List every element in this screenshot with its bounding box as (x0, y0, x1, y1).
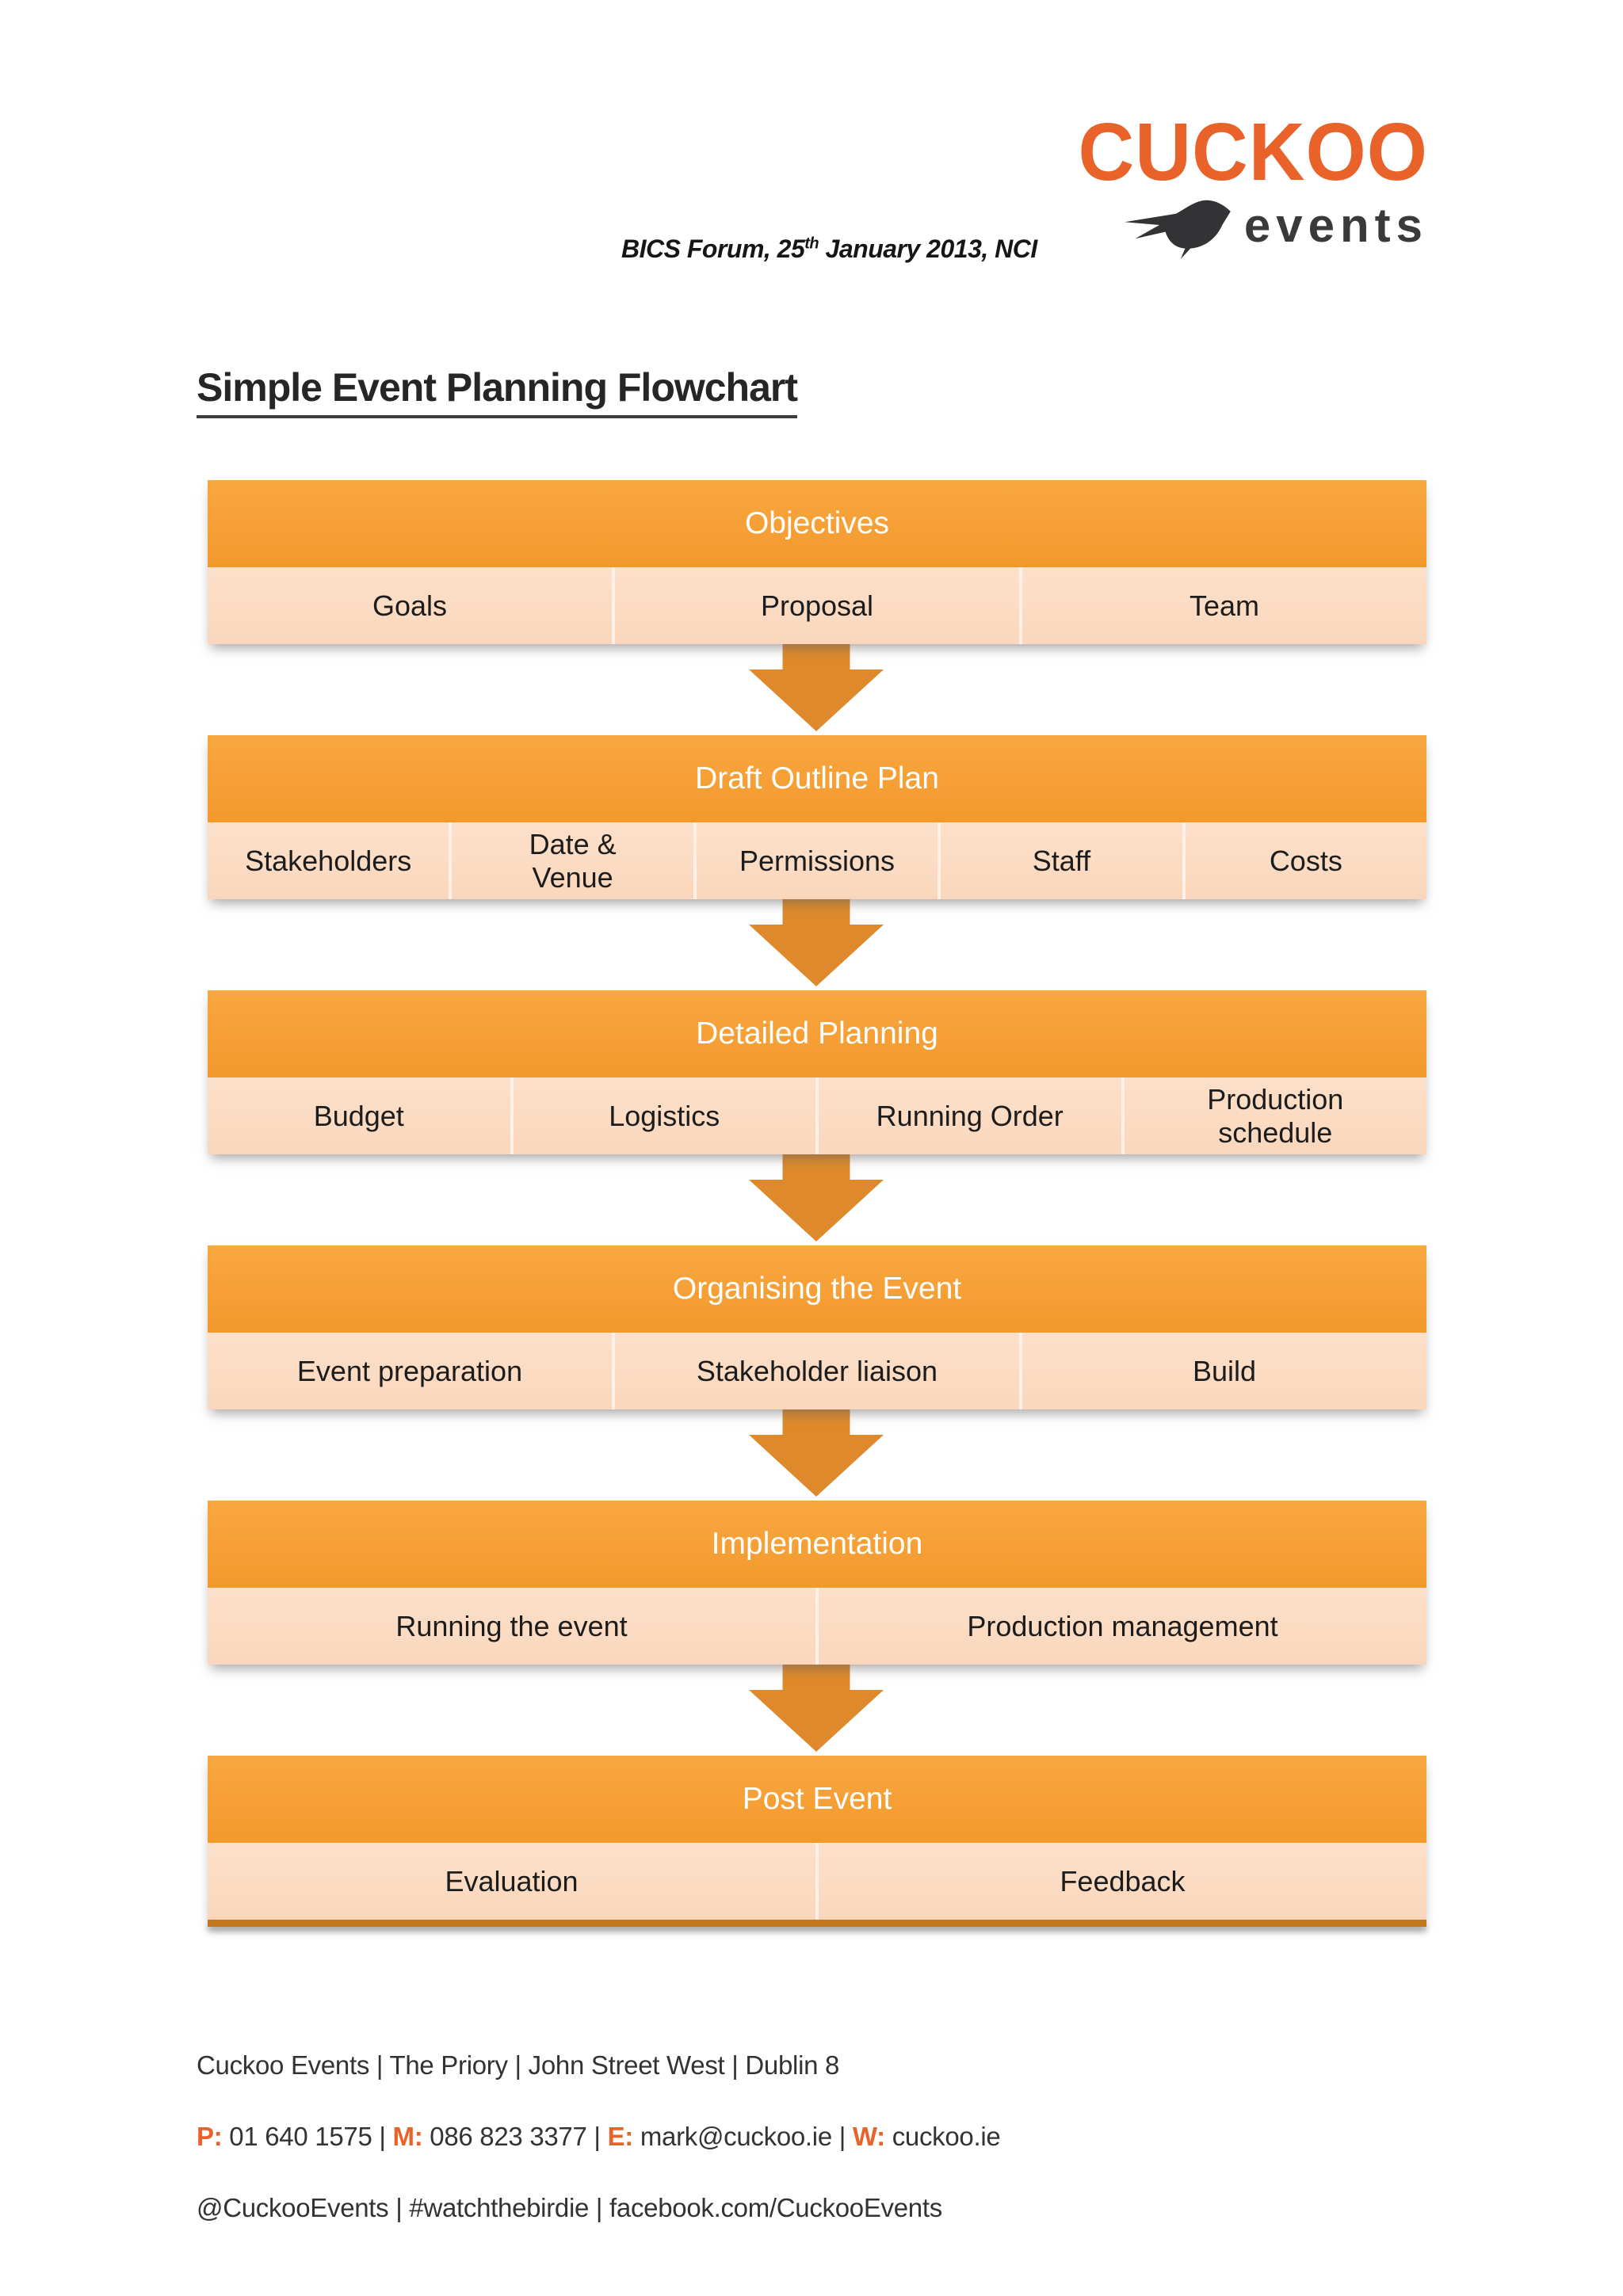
stage-item-proposal: Proposal (615, 567, 1019, 644)
subtitle-ordinal: th (804, 235, 819, 253)
stage-title: Detailed Planning (208, 990, 1426, 1077)
stage-item-production-schedule: Production schedule (1124, 1077, 1426, 1154)
stage-item-running-order: Running Order (819, 1077, 1121, 1154)
stage-item-feedback: Feedback (819, 1843, 1426, 1920)
contact-label: P: (197, 2122, 230, 2151)
contact-label: M: (392, 2122, 430, 2151)
stage-item-goals: Goals (208, 567, 612, 644)
stage-item-production-management: Production management (819, 1588, 1426, 1665)
stage-item-evaluation: Evaluation (208, 1843, 815, 1920)
contact-separator: | (372, 2122, 393, 2151)
page-title: Simple Event Planning Flowchart (197, 364, 798, 418)
stage-item-date-venue: Date & Venue (452, 822, 693, 899)
stage-title: Organising the Event (208, 1245, 1426, 1333)
stage-title: Post Event (208, 1756, 1426, 1843)
stage-item-costs: Costs (1185, 822, 1427, 899)
contact-value: 01 640 1575 (229, 2122, 372, 2151)
stage-item-team: Team (1022, 567, 1426, 644)
subtitle-suffix: January 2013, NCI (819, 235, 1038, 263)
cuckoo-events-logo: CUCKOO events (1078, 111, 1428, 260)
contact-separator: | (831, 2122, 853, 2151)
stage-title: Objectives (208, 480, 1426, 567)
bird-icon (1124, 200, 1231, 260)
contact-separator: | (586, 2122, 608, 2151)
stage-item-event-preparation: Event preparation (208, 1333, 612, 1409)
contact-value: mark@cuckoo.ie (640, 2122, 832, 2151)
contact-label: W: (852, 2122, 892, 2151)
logo-subtitle: events (1243, 199, 1428, 252)
subtitle-prefix: BICS Forum, 25 (621, 235, 805, 263)
contact-value: cuckoo.ie (892, 2122, 1001, 2151)
stage-item-permissions: Permissions (696, 822, 938, 899)
contact-value: 086 823 3377 (430, 2122, 587, 2151)
logo-wordmark: CUCKOO (1078, 105, 1428, 198)
stage-item-stakeholders: Stakeholders (208, 822, 449, 899)
stage-item-build: Build (1022, 1333, 1426, 1409)
stage-item-budget: Budget (208, 1077, 510, 1154)
footer-social: @CuckooEvents | #watchthebirdie | facebo… (197, 2193, 942, 2222)
stage-title: Implementation (208, 1501, 1426, 1588)
event-subtitle: BICS Forum, 25th January 2013, NCI (621, 235, 1037, 264)
stage-item-staff: Staff (941, 822, 1182, 899)
stage-item-running-the-event: Running the event (208, 1588, 815, 1665)
footer-address: Cuckoo Events | The Priory | John Street… (197, 2050, 840, 2080)
stage-title: Draft Outline Plan (208, 735, 1426, 822)
footer-contacts: P: 01 640 1575 | M: 086 823 3377 | E: ma… (197, 2122, 1001, 2152)
stage-item-logistics: Logistics (513, 1077, 815, 1154)
contact-label: E: (607, 2122, 640, 2151)
stage-item-stakeholder-liaison: Stakeholder liaison (615, 1333, 1019, 1409)
